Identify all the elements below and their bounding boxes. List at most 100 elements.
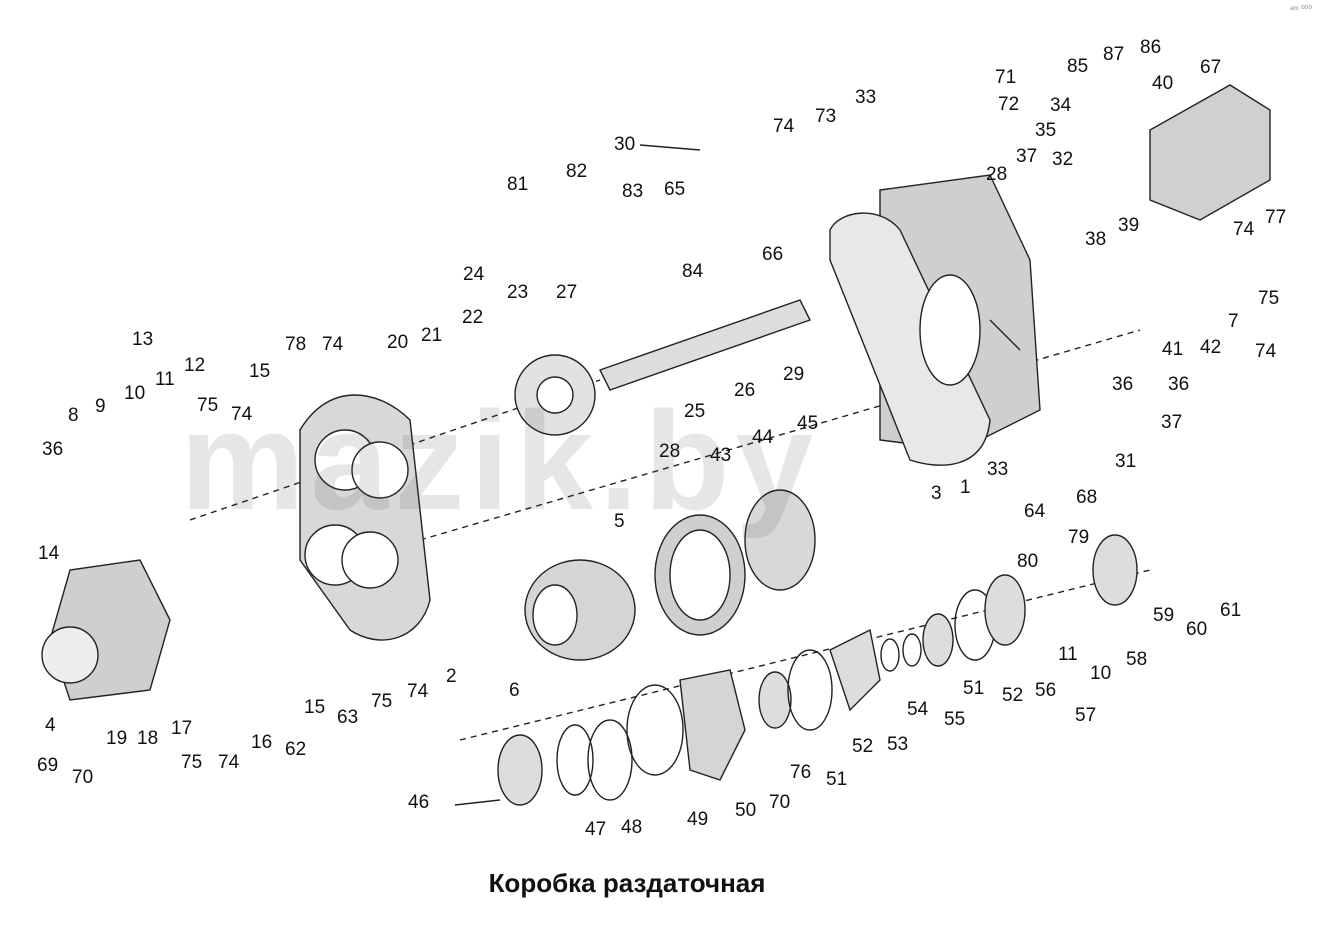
- callout: 41: [1162, 339, 1184, 360]
- callout: 18: [137, 728, 159, 749]
- callout: 27: [556, 282, 578, 303]
- callout: 2: [446, 666, 457, 687]
- callout: 64: [1024, 501, 1046, 522]
- main-housing: [829, 174, 1041, 466]
- corner-mark: ᵃᵐ ⁰⁰⁰: [1290, 4, 1312, 14]
- flange: [1092, 534, 1138, 606]
- callout: 37: [1161, 412, 1183, 433]
- callout: 70: [72, 767, 94, 788]
- callout: 78: [285, 334, 307, 355]
- callout: 23: [507, 282, 529, 303]
- callout: 74: [407, 681, 429, 702]
- callout: 4: [45, 715, 56, 736]
- callout: 28: [986, 164, 1008, 185]
- callout: 7: [1228, 311, 1239, 332]
- callout: 10: [1090, 663, 1112, 684]
- callout: 74: [1255, 341, 1277, 362]
- callout: 53: [887, 734, 909, 755]
- callout: 82: [566, 161, 588, 182]
- bearing: [922, 613, 954, 667]
- callout: 26: [734, 380, 756, 401]
- assembly-axis: [459, 569, 1151, 741]
- callout: 71: [995, 67, 1017, 88]
- callout: 77: [1265, 207, 1287, 228]
- callout: 38: [1085, 229, 1107, 250]
- callout: 56: [1035, 680, 1057, 701]
- callout: 44: [752, 427, 774, 448]
- callout: 74: [1233, 219, 1255, 240]
- callout: 54: [907, 699, 929, 720]
- callout: 84: [682, 261, 704, 282]
- callout: 5: [614, 511, 625, 532]
- callout: 51: [963, 678, 985, 699]
- callout: 62: [285, 739, 307, 760]
- gasket: [626, 684, 684, 776]
- callout: 3: [931, 483, 942, 504]
- callout: 37: [1016, 146, 1038, 167]
- callout: 16: [251, 732, 273, 753]
- callout: 35: [1035, 120, 1057, 141]
- gear: [744, 489, 816, 591]
- callout: 11: [155, 369, 175, 390]
- callout: 74: [218, 752, 240, 773]
- callout: 15: [304, 697, 326, 718]
- callout: 30: [614, 134, 636, 155]
- callout: 68: [1076, 487, 1098, 508]
- callout: 58: [1126, 649, 1148, 670]
- assembly-axis: [419, 329, 1141, 541]
- callout: 36: [42, 439, 64, 460]
- callout: 33: [855, 87, 877, 108]
- callout: 74: [231, 404, 253, 425]
- callout: 1: [960, 477, 971, 498]
- callout: 74: [773, 116, 795, 137]
- callout: 20: [387, 332, 409, 353]
- callout: 75: [197, 395, 219, 416]
- callout: 63: [337, 707, 359, 728]
- callout: 34: [1050, 95, 1072, 116]
- callout: 6: [509, 680, 520, 701]
- callout: 79: [1068, 527, 1090, 548]
- callout: 47: [585, 819, 607, 840]
- callout: 51: [826, 769, 848, 790]
- callout: 70: [769, 792, 791, 813]
- callout: 22: [462, 307, 484, 328]
- callout: 50: [735, 800, 757, 821]
- gasket: [787, 649, 833, 731]
- callout: 15: [249, 361, 271, 382]
- callout: 52: [1002, 685, 1024, 706]
- callout: 25: [684, 401, 706, 422]
- ring: [902, 633, 922, 667]
- callout: 29: [783, 364, 805, 385]
- callout: 46: [408, 792, 430, 813]
- callout: 75: [371, 691, 393, 712]
- callout: 66: [762, 244, 784, 265]
- callout: 83: [622, 181, 644, 202]
- callout: 67: [1200, 57, 1222, 78]
- callout: 59: [1153, 605, 1175, 626]
- callout: 86: [1140, 37, 1162, 58]
- seal: [984, 574, 1026, 646]
- callout: 21: [421, 325, 443, 346]
- callout: 17: [171, 718, 193, 739]
- callout: 31: [1115, 451, 1137, 472]
- callout: 73: [815, 106, 837, 127]
- callout: 10: [124, 383, 146, 404]
- callout: 43: [710, 445, 732, 466]
- watermark: mazik.by: [180, 382, 820, 539]
- ring: [556, 724, 594, 796]
- callout: 39: [1118, 215, 1140, 236]
- bearing-housing: [679, 669, 746, 781]
- callout: 13: [132, 329, 154, 350]
- callout: 80: [1017, 551, 1039, 572]
- callout: 87: [1103, 44, 1125, 65]
- callout: 74: [322, 334, 344, 355]
- callout: 48: [621, 817, 643, 838]
- callout: 45: [797, 413, 819, 434]
- callout: 72: [998, 94, 1020, 115]
- callout: 81: [507, 174, 529, 195]
- callout: 85: [1067, 56, 1089, 77]
- callout: 76: [790, 762, 812, 783]
- callout: 60: [1186, 619, 1208, 640]
